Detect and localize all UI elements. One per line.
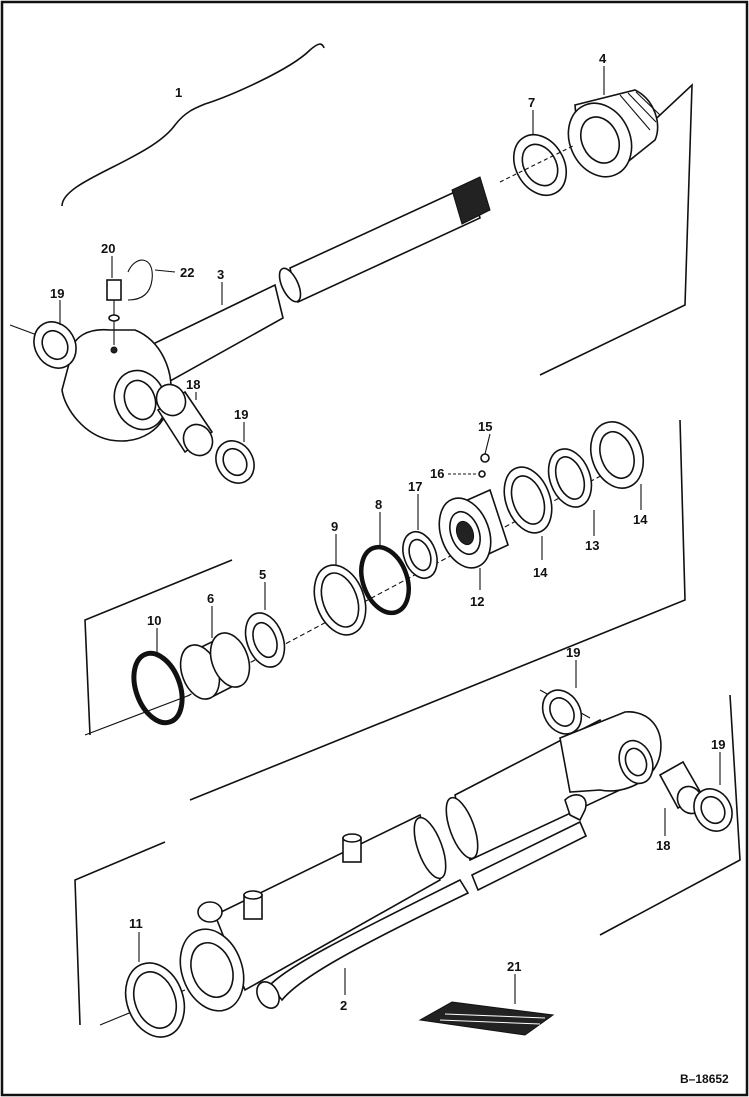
ring-5 [244, 612, 286, 668]
callout-19-lower-top: 19 [566, 645, 580, 660]
washer-19-lower-right [693, 788, 733, 832]
piston-12 [438, 488, 509, 569]
callout-13: 13 [585, 538, 599, 553]
ring-17 [402, 530, 438, 580]
callout-17: 17 [408, 479, 422, 494]
callout-9: 9 [331, 519, 338, 534]
grease-fitting-20 [106, 279, 122, 354]
callout-21: 21 [507, 959, 521, 974]
gland-4 [567, 89, 661, 178]
tube-2 [256, 820, 588, 1009]
callout-14-a: 14 [533, 565, 548, 580]
seal-14-a [503, 466, 553, 534]
callout-19-lower-right: 19 [711, 737, 725, 752]
callout-7: 7 [528, 95, 535, 110]
callout-20: 20 [101, 241, 115, 256]
washer-19-upper-left [33, 321, 77, 369]
callout-8: 8 [375, 497, 382, 512]
callout-18-upper: 18 [186, 377, 200, 392]
seal-14-b [589, 421, 645, 489]
rod-assembly-panel [9, 43, 693, 484]
setscrew-16 [478, 470, 486, 478]
bushing-18-upper [155, 383, 214, 457]
reference-code: B–18652 [680, 1072, 729, 1086]
callout-19-upper-left: 19 [50, 286, 64, 301]
callout-15: 15 [478, 419, 492, 434]
oring-10 [131, 650, 185, 726]
callout-16: 16 [430, 466, 444, 481]
wiper-seal-7 [512, 134, 568, 196]
washer-19-upper-right [215, 440, 255, 484]
callout-12: 12 [470, 594, 484, 609]
piston-parts-panel [84, 419, 686, 801]
callout-6: 6 [207, 591, 214, 606]
ring-9 [313, 564, 367, 636]
callout-19-upper-right: 19 [234, 407, 248, 422]
callout-2: 2 [340, 998, 347, 1013]
oring-8 [359, 544, 411, 616]
callout-3: 3 [217, 267, 224, 282]
callout-22: 22 [180, 265, 194, 280]
callout-1: 1 [175, 85, 182, 100]
cylinder-barrel [179, 711, 662, 1012]
callout-5: 5 [259, 567, 266, 582]
piston-rod [118, 176, 491, 397]
callout-14-b: 14 [633, 512, 648, 527]
ball-15 [480, 453, 490, 463]
rod-eye [61, 328, 172, 442]
spacer-6 [179, 632, 251, 700]
decal-21 [418, 1001, 555, 1036]
leader-lines [59, 66, 721, 1004]
callout-4: 4 [599, 51, 607, 66]
ring-13 [547, 448, 593, 508]
grease-cap-22 [127, 259, 153, 301]
barrel-panel [74, 689, 741, 1038]
callout-10: 10 [147, 613, 161, 628]
washer-19-lower-top [541, 689, 583, 735]
seal-11 [124, 962, 186, 1038]
callout-18-lower: 18 [656, 838, 670, 853]
callout-11: 11 [129, 916, 143, 931]
